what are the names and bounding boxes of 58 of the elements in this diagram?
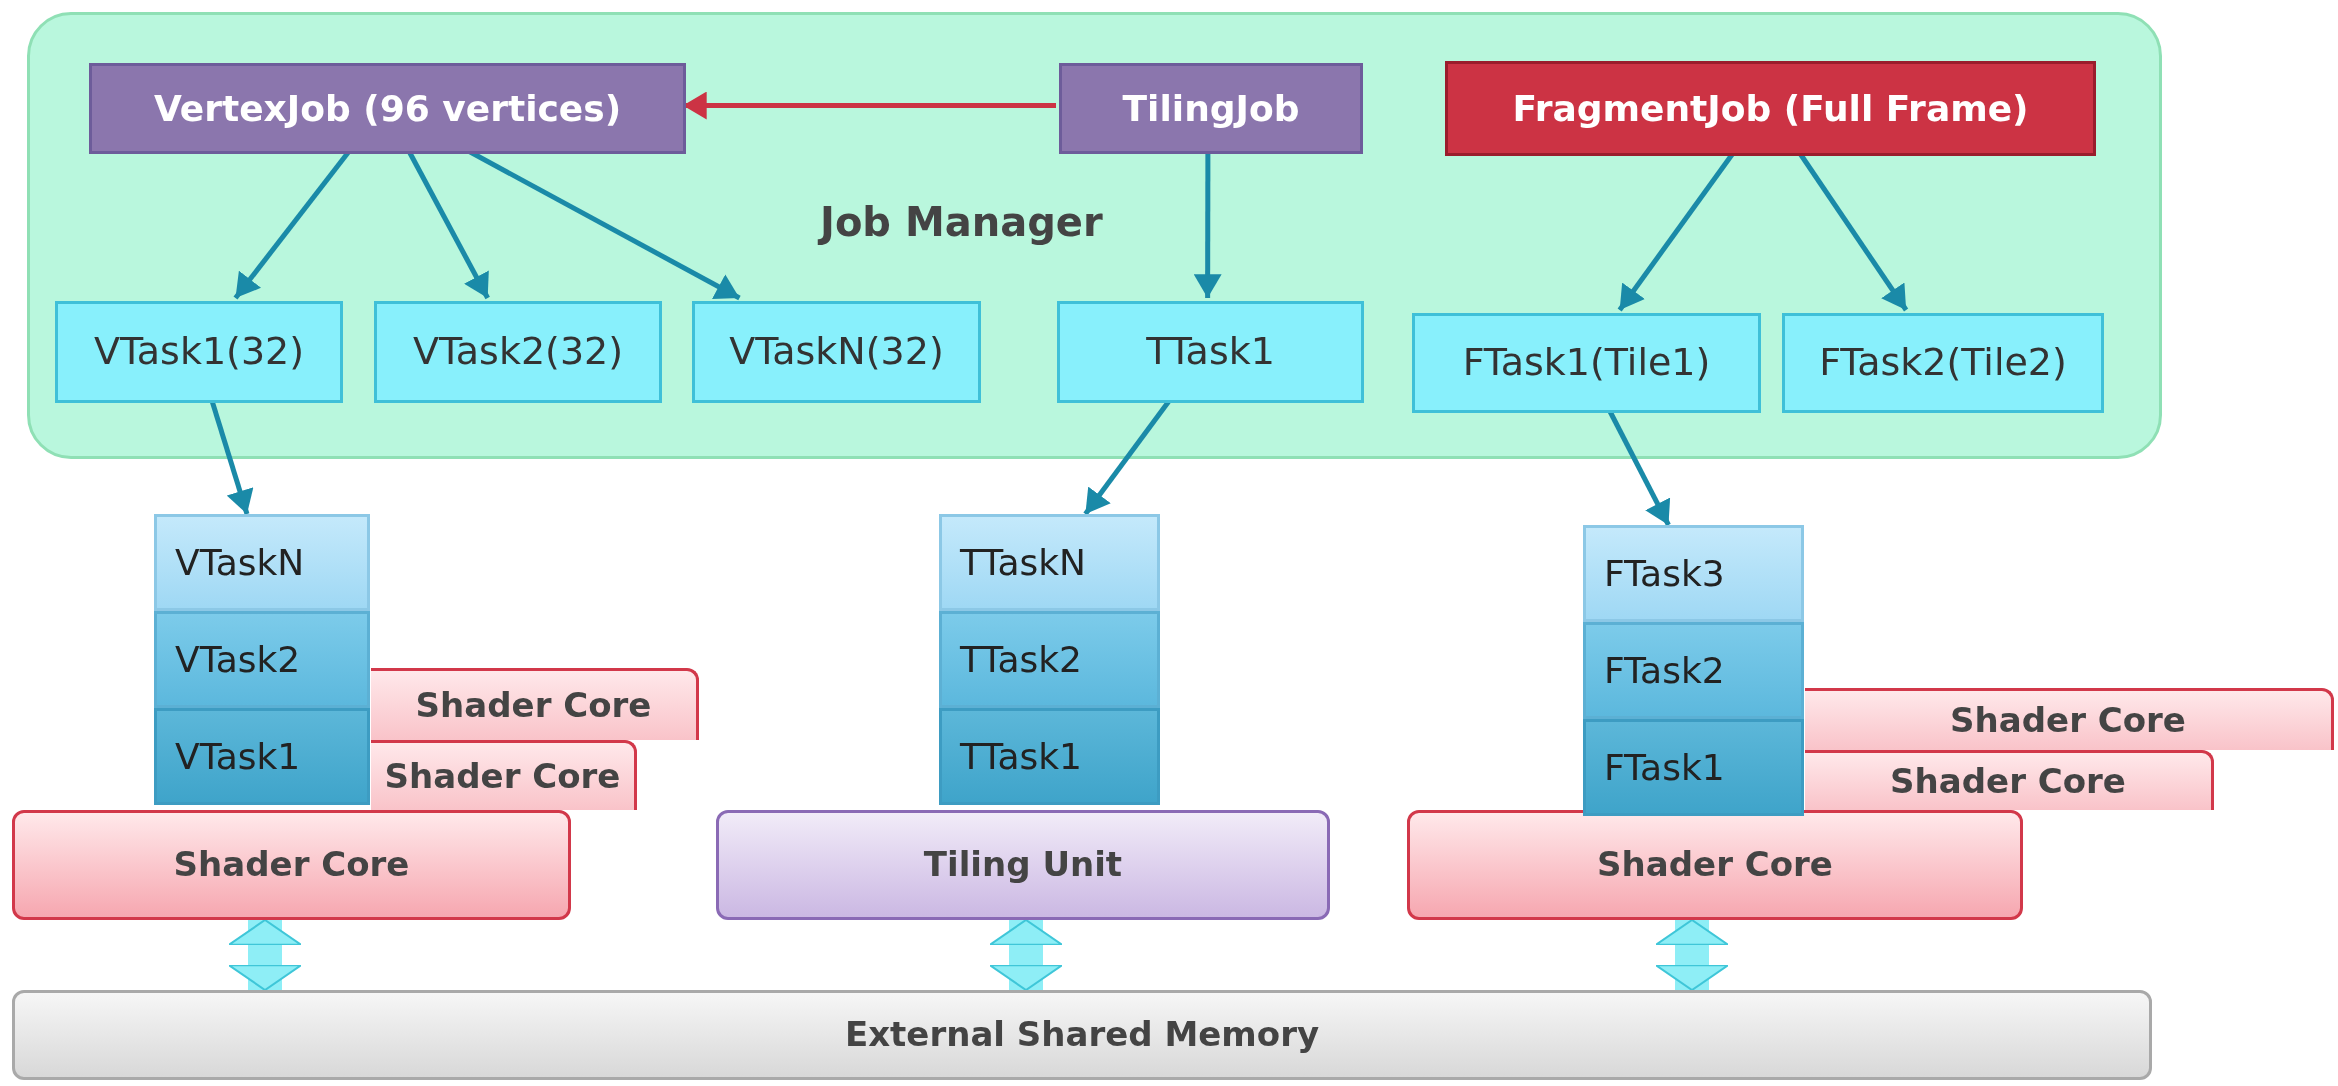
job-box <box>1059 63 1363 154</box>
queue-cell <box>939 708 1160 805</box>
node-label: TilingJob <box>1122 88 1300 129</box>
node-label: External Shared Memory <box>844 1016 1320 1054</box>
shader-core-box <box>1805 750 2214 810</box>
node-label: Shader Core <box>415 686 652 725</box>
arrow <box>1193 151 1222 298</box>
queue-cell <box>1583 622 1804 719</box>
node-label: TTask1 <box>1146 331 1275 373</box>
queue-cell <box>939 611 1160 708</box>
queue-cell <box>154 708 370 805</box>
double-arrow <box>227 918 303 992</box>
queue-cell <box>154 514 370 611</box>
queue-cell <box>154 611 370 708</box>
shader-core-box <box>12 810 571 920</box>
shader-core-box <box>371 668 699 740</box>
node-label: FTask3 <box>1604 553 1725 594</box>
queue-cell <box>939 514 1160 611</box>
task-box <box>1412 313 1761 413</box>
node-label: FTask1 <box>1604 747 1725 788</box>
task-box <box>1782 313 2104 413</box>
double-arrow <box>1654 918 1730 992</box>
node-label: VertexJob (96 vertices) <box>153 88 622 129</box>
node-label: VTaskN <box>175 542 305 583</box>
node-label: FTask2(Tile2) <box>1819 342 2067 384</box>
double-arrow <box>988 918 1064 992</box>
task-box <box>55 301 343 403</box>
shader-core-box <box>1407 810 2023 920</box>
shader-core-box <box>371 740 637 810</box>
node-label: TTask2 <box>960 639 1082 680</box>
node-label: TTask1 <box>960 736 1082 777</box>
task-box <box>374 301 662 403</box>
shader-core-box <box>1805 688 2334 750</box>
job-box <box>89 63 686 154</box>
node-label: Tiling Unit <box>923 846 1123 884</box>
node-label: Shader Core <box>1890 762 2126 801</box>
node-label: Shader Core <box>384 757 621 796</box>
node-label: VTask1(32) <box>93 331 305 373</box>
node-label: FragmentJob (Full Frame) <box>1512 88 2029 129</box>
node-label: VTaskN(32) <box>729 331 944 373</box>
node-label: Shader Core <box>1597 846 1833 884</box>
node-label: VTask1 <box>175 736 301 777</box>
task-box <box>692 301 981 403</box>
job-manager-panel <box>27 12 2162 459</box>
node-label: Shader Core <box>173 846 410 884</box>
node-label: FTask1(Tile1) <box>1462 342 1711 384</box>
arrow <box>683 91 1056 120</box>
node-label: TTaskN <box>960 542 1086 583</box>
node-label: FTask2 <box>1604 650 1725 691</box>
queue-cell <box>1583 525 1804 622</box>
node-label: VTask2 <box>175 639 301 680</box>
task-box <box>1057 301 1364 403</box>
memory-bar <box>12 990 2152 1080</box>
queue-cell <box>1583 719 1804 816</box>
job-box <box>1445 61 2096 156</box>
node-label: Shader Core <box>1950 701 2186 740</box>
tiling-unit-box <box>716 810 1330 920</box>
node-label: VTask2(32) <box>412 331 624 373</box>
